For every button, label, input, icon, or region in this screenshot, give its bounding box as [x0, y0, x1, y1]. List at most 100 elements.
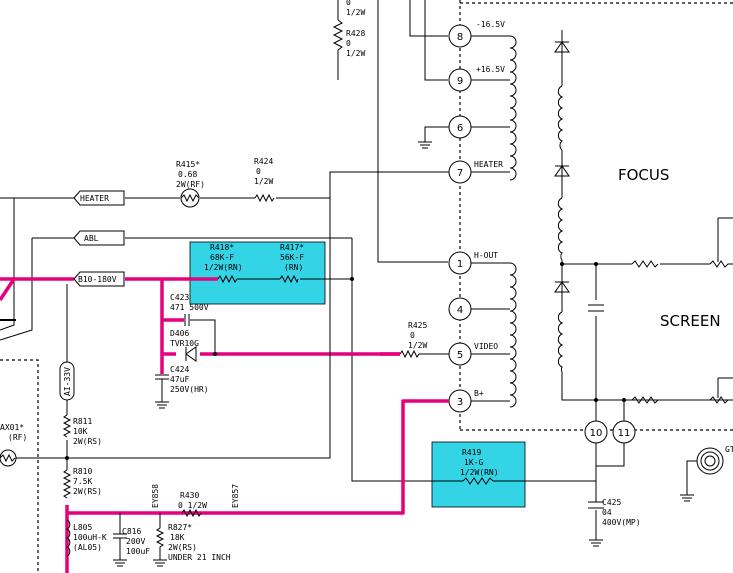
label-b-plus: B+ — [474, 389, 484, 398]
hv-diode-3 — [554, 281, 570, 293]
r415-label: R415* — [176, 160, 200, 169]
pin-5: 5 — [457, 350, 463, 361]
r430-label: R430 — [180, 491, 199, 500]
r418-r417-string — [217, 274, 352, 284]
r810-power: 2W(RS) — [73, 487, 102, 496]
winding-leads — [424, 35, 510, 402]
l805-value: 100uH-K — [73, 533, 107, 542]
r415-power: 2W(RF) — [176, 180, 205, 189]
r827-label: R827* — [168, 523, 192, 532]
gt-ring-inner — [704, 455, 716, 467]
c425-value: 04 — [602, 508, 612, 517]
ey858-label: EY858 — [151, 484, 160, 508]
r430-resistor — [181, 508, 202, 518]
r418-power: 1/2W(RN) — [204, 263, 243, 272]
junction-d406 — [213, 352, 217, 356]
junction-r811 — [65, 456, 69, 460]
r827-resistor — [153, 513, 167, 567]
b180-tag-label: B10-180V — [78, 275, 117, 284]
r428-label: R428 — [346, 29, 365, 38]
label-h-out: H-OUT — [474, 251, 498, 260]
c425-ground — [589, 539, 603, 547]
gt-label: GT — [725, 445, 733, 454]
ground-pin6 — [418, 141, 432, 149]
screen-label: SCREEN — [660, 312, 721, 330]
focus-screen-network — [562, 263, 710, 421]
r810-label: R810 — [73, 467, 92, 476]
winding-upper — [509, 35, 517, 181]
ic-boundary — [0, 359, 39, 573]
ey857-label: EY857 — [231, 484, 240, 508]
heater-tag — [73, 190, 125, 206]
gt-ground — [680, 460, 697, 502]
pin-9: 9 — [457, 76, 463, 87]
l805-label: L805 — [73, 523, 92, 532]
label-video: VIDEO — [474, 342, 498, 351]
left-pink-stub — [0, 278, 16, 301]
r419-value: 1K-G — [464, 458, 483, 467]
r827-value: 18K — [170, 533, 185, 542]
v33-label: AI-33V — [63, 367, 72, 396]
left-pink-lower — [65, 505, 120, 573]
c423-value: 471 500V — [170, 303, 209, 312]
winding-lower — [509, 262, 517, 408]
hv-coil-1 — [557, 85, 564, 151]
transformer-pins: 8 9 6 7 1 4 5 3 10 11 — [448, 24, 636, 444]
ax01-label: AX01* — [0, 423, 24, 432]
r419-power: 1/2W(RN) — [460, 468, 499, 477]
d406-value: TVR10G — [170, 339, 199, 348]
abl-tag-label: ABL — [84, 234, 99, 243]
r417-label: R417* — [280, 243, 304, 252]
hv-diode-2 — [554, 165, 570, 177]
label-plus-16-5v: +16.5V — [476, 65, 505, 74]
pin-4: 4 — [457, 305, 463, 316]
gt-ring-mid — [700, 451, 720, 471]
r419-label: R419 — [462, 448, 481, 457]
r811-label: R811 — [73, 417, 92, 426]
r428-power: 1/2W — [346, 49, 365, 58]
r417-value: 56K-F — [280, 253, 304, 262]
pin-6: 6 — [457, 123, 463, 134]
focus-cap — [588, 304, 604, 312]
r827-note: UNDER 21 INCH — [168, 553, 231, 562]
r417-power: (RN) — [284, 263, 303, 272]
r418-label: R418* — [210, 243, 234, 252]
r419-highlight — [431, 441, 526, 508]
r810-resistor — [62, 469, 72, 499]
c816-voltage: 200V — [126, 537, 145, 546]
r425-value: 0 — [410, 331, 415, 340]
heater-line — [0, 171, 449, 331]
r810-value: 7.5K — [73, 477, 92, 486]
abl-line — [0, 237, 352, 341]
hv-diode-1 — [554, 41, 570, 53]
r418-r417-highlight — [189, 241, 326, 305]
screen-resistor — [631, 396, 659, 404]
pin-1: 1 — [457, 259, 463, 270]
c425-wire — [595, 443, 625, 540]
c424-label: C424 — [170, 365, 189, 374]
focus-label: FOCUS — [618, 166, 669, 184]
pin-8: 8 — [457, 32, 463, 43]
c816-cap — [113, 513, 127, 567]
junction-screen-2 — [622, 398, 626, 402]
abl-tag — [73, 230, 125, 246]
hv-coil-2 — [557, 197, 564, 261]
c424-value: 47uF — [170, 375, 189, 384]
c424-cap — [155, 374, 169, 409]
junction-focus — [594, 262, 598, 266]
r424-value: 0 — [256, 167, 261, 176]
pin-11: 11 — [618, 428, 631, 439]
r811-resistor — [62, 414, 72, 438]
top-feed-wires — [409, 0, 448, 81]
r425-resistor — [399, 349, 449, 359]
bplus-line — [120, 399, 449, 515]
hv-coil-3 — [557, 311, 564, 373]
r424-power: 1/2W — [254, 177, 273, 186]
label-minus-16-5v: -16.5V — [476, 20, 505, 29]
r415-zig — [180, 193, 200, 203]
pin-10: 10 — [590, 428, 603, 439]
c425-label: C425 — [602, 498, 621, 507]
ax01-zig — [0, 453, 16, 463]
pin-3: 3 — [457, 397, 463, 408]
d406-diode — [185, 346, 197, 362]
